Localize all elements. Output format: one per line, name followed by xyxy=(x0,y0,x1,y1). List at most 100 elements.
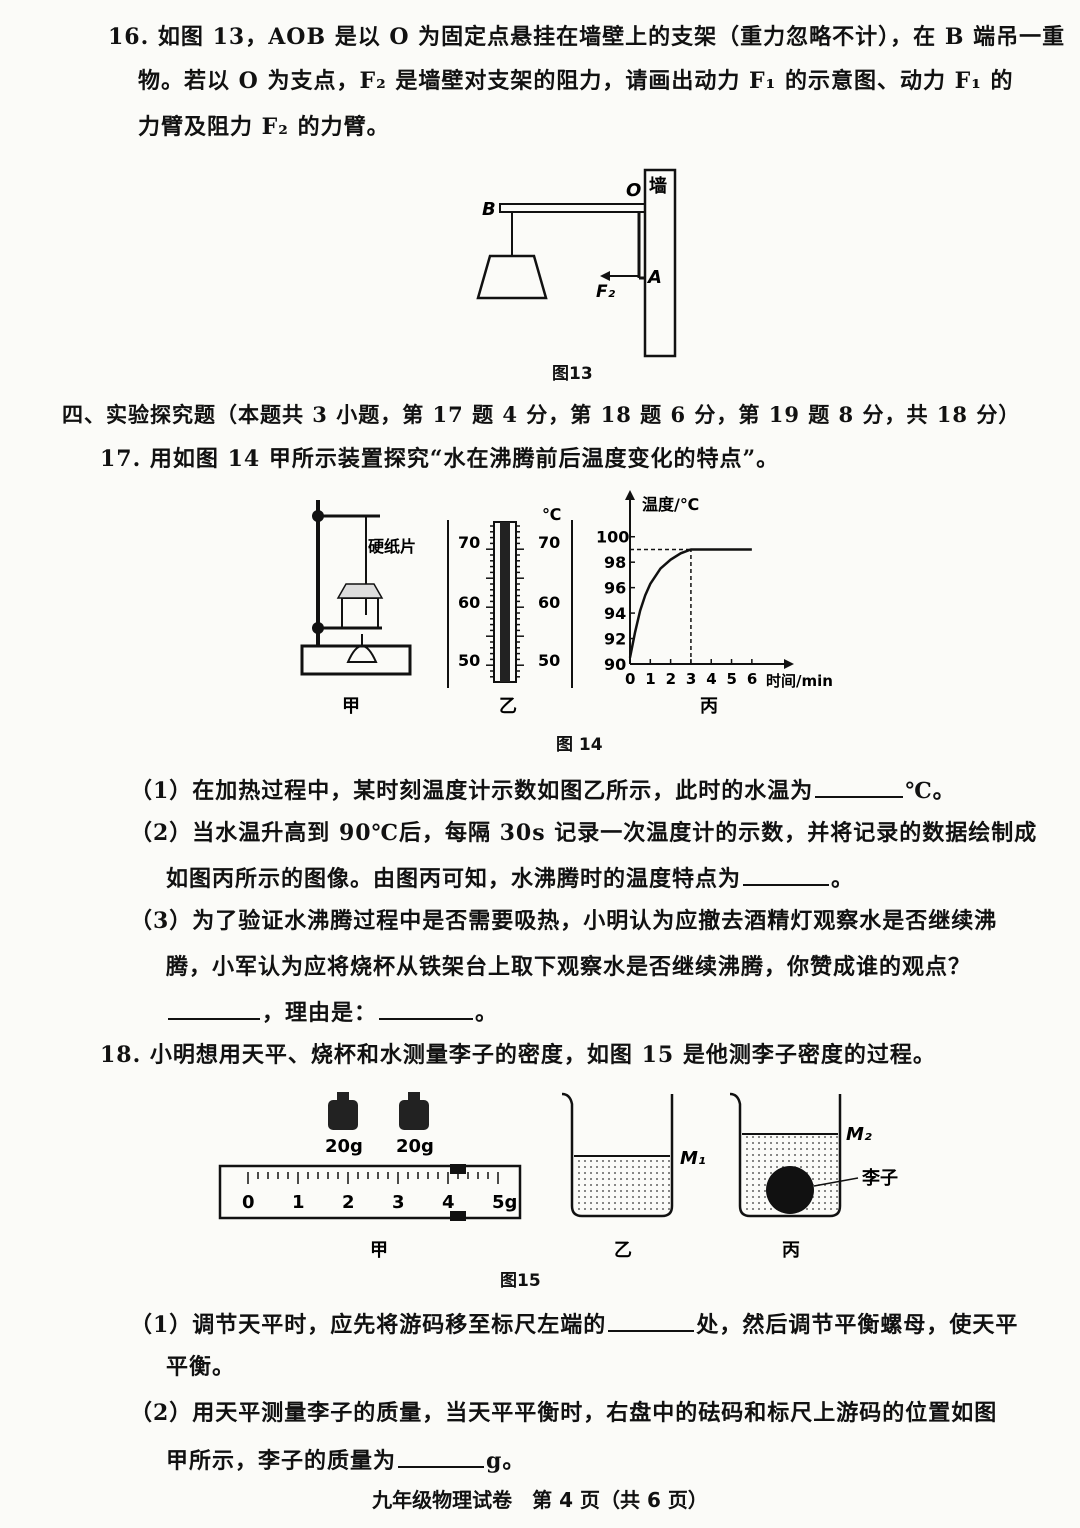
q18-part-1-line-2: 平衡。 xyxy=(166,1354,236,1380)
plum-label: 李子 xyxy=(861,1168,898,1189)
bracket-arm xyxy=(499,203,646,213)
x-axis-label: 时间/min xyxy=(766,672,833,690)
stand-base xyxy=(300,644,412,676)
q17-part-2-line-1: （2）当水温升高到 90℃后，每隔 30s 记录一次温度计的示数，并将记录的数据… xyxy=(130,820,1038,846)
plum xyxy=(766,1166,814,1214)
label-yi: 乙 xyxy=(499,696,517,717)
label-B: B xyxy=(482,199,496,220)
section-4-heading: 四、实验探究题（本题共 3 小题，第 17 题 4 分，第 18 题 6 分，第… xyxy=(62,402,1021,427)
scale-label: 1 xyxy=(292,1192,305,1213)
q18-p2-unit: g。 xyxy=(486,1448,526,1474)
x-tick-label: 6 xyxy=(747,670,757,688)
x-tick-label: 3 xyxy=(686,670,696,688)
thermo-left-70: 70 xyxy=(458,533,480,552)
thermo-right-70: 70 xyxy=(538,533,560,552)
answer-blank[interactable] xyxy=(815,774,904,798)
answer-blank[interactable] xyxy=(608,1308,695,1332)
q18-p2-text: 甲所示，李子的质量为 xyxy=(166,1448,397,1474)
page-footer: 九年级物理试卷 第 4 页（共 6 页） xyxy=(372,1488,708,1512)
label-O: O xyxy=(626,180,641,201)
scale-label: 4 xyxy=(442,1192,455,1213)
scale-label: 0 xyxy=(242,1192,255,1213)
thermometer-yi: ℃ 70 60 50 70 60 50 xyxy=(447,505,573,688)
x-tick-label: 2 xyxy=(666,670,676,688)
weight-20g-2 xyxy=(399,1092,429,1130)
label-F2: F₂ xyxy=(596,282,616,302)
q17-part-3-line-1: （3）为了验证水沸腾过程中是否需要吸热，小明认为应撤去酒精灯观察水是否继续沸 xyxy=(130,908,998,934)
x-tick-label: 4 xyxy=(706,670,716,688)
thermometer-liquid xyxy=(500,522,510,682)
q16-line-1: 16. 如图 13，AOB 是以 O 为固定点悬挂在墙壁上的支架（重力忽略不计）… xyxy=(108,24,1066,50)
q17-p3-reason: ，理由是： xyxy=(262,1000,378,1026)
answer-blank[interactable] xyxy=(743,862,830,886)
apparatus-jia: 硬纸片 xyxy=(300,500,416,676)
thermo-left-50: 50 xyxy=(458,651,480,670)
beaker xyxy=(341,597,379,629)
q17-part-1: （1）在加热过程中，某时刻温度计示数如图乙所示，此时的水温为 ℃。 xyxy=(130,774,956,806)
thermo-right-60: 60 xyxy=(538,593,560,612)
rider-scale xyxy=(218,1164,522,1220)
scale-label: 2 xyxy=(342,1192,355,1213)
q18-stem: 18. 小明想用天平、烧杯和水测量李子的密度，如图 15 是他测李子密度的过程。 xyxy=(100,1042,936,1068)
q17-p1-unit: ℃。 xyxy=(905,778,956,804)
y-axis-label: 温度/℃ xyxy=(641,495,699,514)
rider xyxy=(450,1164,466,1174)
label-yi: 乙 xyxy=(614,1240,632,1261)
q17-p2-text: 如图丙所示的图像。由图丙可知，水沸腾时的温度特点为 xyxy=(166,866,742,892)
y-tick-label: 96 xyxy=(604,579,626,598)
q17-part-3-line-3: ，理由是： 。 xyxy=(166,996,498,1028)
q17-p2-end: 。 xyxy=(831,866,855,892)
series-line xyxy=(628,548,752,658)
label-A: A xyxy=(646,267,662,288)
beaker-yi: M₁ xyxy=(561,1092,706,1218)
answer-blank[interactable] xyxy=(168,996,260,1020)
q17-part-3-line-2: 腾，小军认为应将烧杯从铁架台上取下观察水是否继续沸腾，你赞成谁的观点？ xyxy=(166,954,972,980)
label-jia: 甲 xyxy=(342,696,360,717)
thermo-right-50: 50 xyxy=(538,651,560,670)
y-tick-label: 98 xyxy=(604,553,626,572)
weight-20g-1 xyxy=(328,1092,358,1130)
x-axis-arrow xyxy=(784,659,794,669)
x-tick-label: 1 xyxy=(645,670,655,688)
figure-13: 墙 B O A F₂ xyxy=(476,168,677,358)
figure-15-caption: 图15 xyxy=(500,1271,541,1291)
q17-stem: 17. 用如图 14 甲所示装置探究“水在沸腾前后温度变化的特点”。 xyxy=(100,446,780,472)
weight-2-label: 20g xyxy=(396,1136,434,1157)
scale-label: 3 xyxy=(392,1192,405,1213)
label-M2: M₂ xyxy=(846,1124,872,1145)
q18-p1-text: （1）调节天平时，应先将游码移至标尺左端的 xyxy=(130,1312,607,1338)
alcohol-lamp xyxy=(346,645,378,663)
q17-p3-end: 。 xyxy=(475,1000,499,1026)
x-tick-label: 0 xyxy=(625,670,635,688)
label-bing: 丙 xyxy=(700,696,718,717)
x-tick-label: 5 xyxy=(727,670,737,688)
thermo-unit: ℃ xyxy=(542,505,561,524)
scale-label: 5g xyxy=(492,1192,517,1213)
figure-14-caption: 图 14 xyxy=(556,735,603,755)
q18-part-1: （1）调节天平时，应先将游码移至标尺左端的 处，然后调节平衡螺母，使天平 xyxy=(130,1308,1018,1340)
q18-p1-text-b: 处，然后调节平衡螺母，使天平 xyxy=(696,1312,1019,1338)
q17-p1-text: （1）在加热过程中，某时刻温度计示数如图乙所示，此时的水温为 xyxy=(130,778,814,804)
y-tick-label: 100 xyxy=(596,528,629,547)
y-tick-label: 92 xyxy=(604,630,626,649)
q18-part-2-line-1: （2）用天平测量李子的质量，当天平平衡时，右盘中的砝码和标尺上游码的位置如图 xyxy=(130,1400,998,1426)
answer-blank[interactable] xyxy=(379,996,474,1020)
wall-label: 墙 xyxy=(649,175,667,197)
answer-blank[interactable] xyxy=(398,1444,485,1468)
wall xyxy=(643,168,677,358)
label-M1: M₁ xyxy=(680,1148,706,1169)
q16-line-2: 物。若以 O 为支点，F₂ 是墙壁对支架的阻力，请画出动力 F₁ 的示意图、动力… xyxy=(138,68,1014,94)
card-label: 硬纸片 xyxy=(368,537,416,556)
weight-1-label: 20g xyxy=(325,1136,363,1157)
y-axis-arrow xyxy=(625,490,635,500)
hanging-weight xyxy=(476,254,548,300)
beaker-bing: M₂ 李子 xyxy=(729,1092,898,1218)
y-tick-label: 94 xyxy=(604,604,626,623)
q17-part-2-line-2: 如图丙所示的图像。由图丙可知，水沸腾时的温度特点为 。 xyxy=(166,862,854,894)
label-bing: 丙 xyxy=(782,1240,800,1261)
q16-line-3: 力臂及阻力 F₂ 的力臂。 xyxy=(138,114,390,140)
cardboard xyxy=(336,583,384,599)
q18-part-2-line-2: 甲所示，李子的质量为 g。 xyxy=(166,1444,525,1476)
